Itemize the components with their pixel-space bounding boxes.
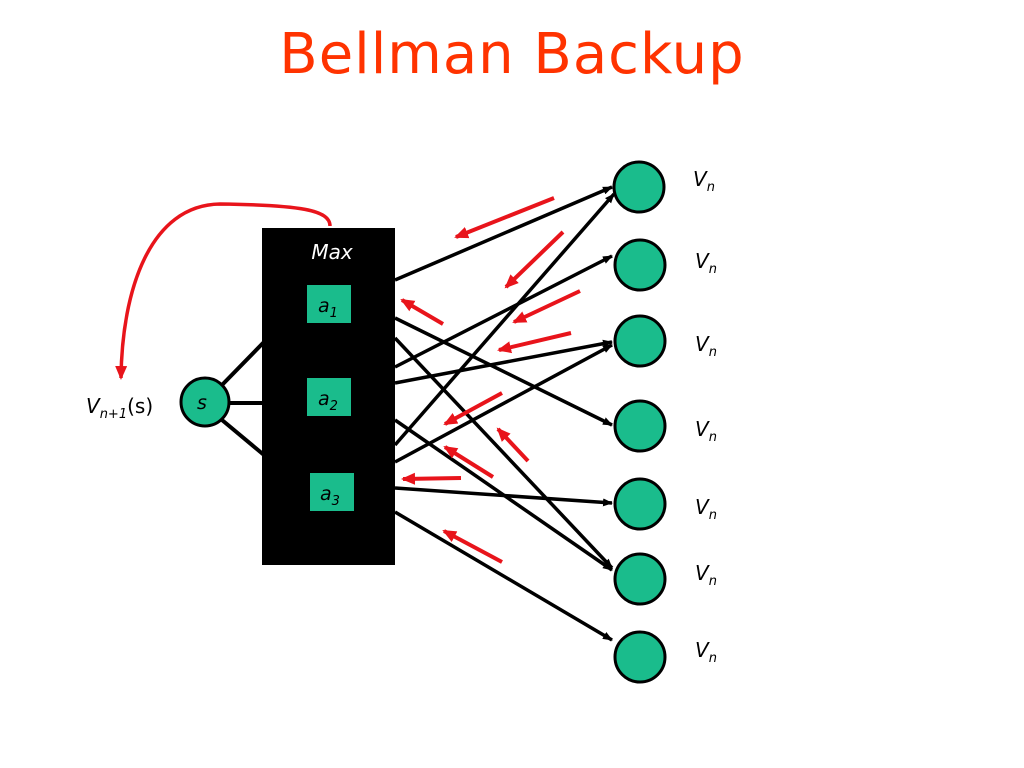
edge-a2-v3	[394, 339, 613, 385]
successor-label-3: Vn	[695, 332, 717, 360]
edge-s-top	[220, 340, 266, 387]
action-successor-edges	[393, 185, 616, 642]
backup-arrow-8	[443, 445, 495, 479]
successor-node-2	[613, 238, 667, 292]
action-a2: a2	[307, 378, 351, 416]
successor-label-2: Vn	[695, 249, 717, 277]
successor-nodes	[612, 160, 667, 684]
svg-text:a1: a1	[318, 295, 338, 321]
backup-arrow-5	[497, 331, 572, 354]
edge-a1-v4	[394, 316, 613, 427]
action-a1: a1	[307, 285, 351, 323]
successor-node-1	[612, 160, 666, 214]
edge-a1-v1	[394, 185, 613, 282]
successor-node-3	[613, 314, 667, 368]
state-to-max-edges	[220, 340, 266, 457]
successor-node-6	[613, 552, 667, 606]
action-a3: a3	[310, 473, 354, 511]
backup-arrow-3	[400, 298, 445, 326]
successor-label-6: Vn	[695, 561, 717, 589]
state-node	[179, 376, 231, 428]
edge-s-bottom	[220, 418, 266, 457]
successor-label-1: Vn	[693, 167, 715, 195]
edge-a3-v1	[393, 192, 616, 447]
state-label: s	[197, 392, 207, 414]
svg-text:a3: a3	[320, 483, 340, 509]
backup-arrows	[400, 196, 581, 564]
backup-arrow-10	[442, 529, 503, 564]
edge-a3-v5	[394, 486, 613, 507]
successor-label-4: Vn	[695, 417, 717, 445]
backup-arrow-4	[512, 289, 581, 324]
max-to-state-arrow	[115, 202, 332, 380]
backup-arrow-2	[504, 230, 565, 289]
successor-label-5: Vn	[695, 495, 717, 523]
successor-node-4	[613, 399, 667, 453]
successor-label-7: Vn	[695, 638, 717, 666]
page-title: Bellman Backup	[279, 22, 745, 87]
backup-arrow-7	[496, 427, 530, 463]
max-label: Max	[311, 240, 353, 264]
svg-text:a2: a2	[318, 388, 338, 414]
successor-node-5	[613, 477, 667, 531]
backup-arrow-6	[443, 391, 503, 426]
backup-arrow-1	[454, 196, 555, 239]
edge-a2-v2	[394, 254, 613, 369]
edge-a3-v3	[394, 343, 613, 464]
edge-a3-v7	[394, 510, 613, 642]
backup-arrow-9	[401, 472, 462, 485]
successor-node-7	[613, 630, 667, 684]
state-value-label: Vn+1(s)	[86, 394, 153, 422]
